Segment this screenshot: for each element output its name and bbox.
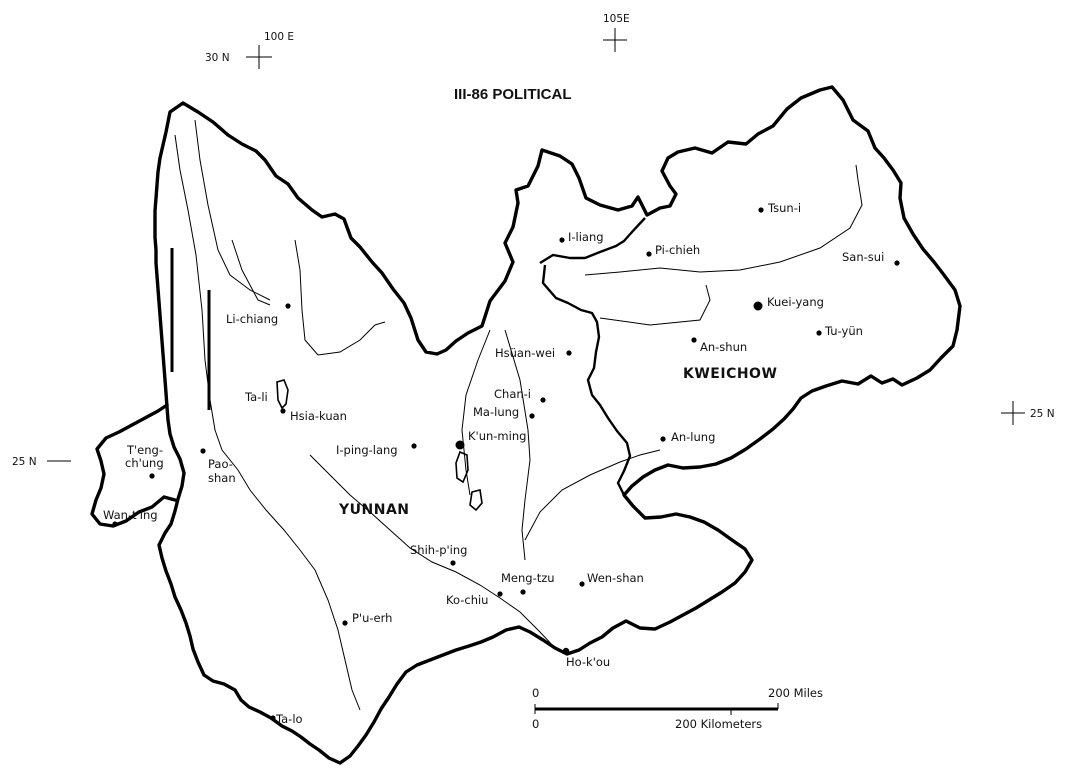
city-labels: Tsun-i I-liang Pi-chieh San-sui Kuei-yan… (103, 201, 884, 726)
marker-ma-lung (529, 413, 535, 419)
scale-km-zero: 0 (532, 717, 539, 731)
marker-tsun-i (758, 207, 764, 213)
marker-wen-shan (579, 581, 585, 587)
marker-an-shun (691, 337, 697, 343)
marker-pu-erh (342, 620, 348, 626)
lake-tien-chih (455, 450, 469, 484)
city-label-san-sui: San-sui (842, 250, 884, 264)
city-label-pi-chieh: Pi-chieh (655, 243, 700, 257)
scale-miles-label: 200 Miles (768, 686, 823, 700)
city-label-hsia-kuan: Hsia-kuan (290, 409, 347, 423)
province-label-yunnan: YUNNAN (338, 502, 410, 518)
marker-chan-i (540, 397, 546, 403)
marker-hsia-kuan (280, 408, 286, 414)
grid-label-105e: 105E (603, 13, 630, 25)
grid-label-30n: 30 N (205, 52, 230, 64)
city-label-ko-chiu: Ko-chiu (446, 593, 488, 607)
city-label-ho-kou: Ho-k'ou (566, 655, 610, 669)
marker-pao-shan (200, 448, 206, 454)
city-label-hsuan-wei: Hsüan-wei (495, 346, 555, 360)
city-label-an-lung: An-lung (671, 430, 715, 444)
city-label-pao-shan-1: Pao- (208, 457, 233, 471)
city-label-shih-ping: Shih-p'ing (410, 543, 467, 557)
marker-tu-yun (816, 330, 822, 336)
marker-shih-ping (450, 560, 456, 566)
city-label-ma-lung: Ma-lung (473, 405, 519, 419)
marker-pi-chieh (646, 251, 652, 257)
marker-li-chiang (285, 303, 291, 309)
city-label-wan-ting: Wan-t'ing (103, 508, 158, 522)
marker-i-ping-lang (411, 443, 417, 449)
city-label-tengchung-2: ch'ung (125, 456, 164, 470)
scale-miles-zero: 0 (532, 686, 539, 700)
grid-label-25n-left: 25 N (12, 456, 37, 468)
lake-fu-hsien (469, 489, 483, 512)
city-label-i-ping-lang: I-ping-lang (336, 443, 398, 457)
city-label-tu-yun: Tu-yün (824, 324, 863, 338)
graticule: 100 E 30 N 105E 25 N 25 N (12, 13, 1055, 468)
city-label-li-chiang: Li-chiang (226, 312, 278, 326)
city-label-i-liang: I-liang (568, 230, 604, 244)
scale-km-label: 200 Kilometers (675, 717, 762, 731)
marker-kun-ming (455, 440, 465, 450)
city-label-pao-shan-2: shan (208, 471, 236, 485)
lakes (276, 379, 483, 512)
city-label-ta-li: Ta-li (244, 390, 268, 404)
marker-ho-kou (562, 647, 570, 655)
province-label-kweichow: KWEICHOW (683, 366, 777, 382)
provincial-border (539, 217, 646, 496)
marker-tengchung (149, 473, 155, 479)
marker-i-liang (559, 237, 565, 243)
grid-label-25n-right: 25 N (1030, 408, 1055, 420)
city-label-an-shun: An-shun (700, 340, 747, 354)
outer-border-west (90, 403, 177, 528)
city-label-pu-erh: P'u-erh (352, 611, 392, 625)
city-markers (112, 207, 900, 721)
scale-bar: 0 200 Miles 0 200 Kilometers (532, 686, 823, 731)
marker-ta-lo (270, 715, 276, 721)
marker-kuei-yang (753, 301, 763, 311)
marker-hsuan-wei (566, 350, 572, 356)
outer-border (153, 85, 962, 765)
marker-an-lung (660, 436, 666, 442)
city-label-tengchung-1: T'eng- (126, 443, 163, 457)
marker-meng-tzu (520, 589, 526, 595)
marker-wan-ting (112, 521, 118, 527)
marker-san-sui (894, 260, 900, 266)
map-title: III-86 POLITICAL (454, 86, 572, 103)
city-label-kuei-yang: Kuei-yang (767, 295, 824, 309)
city-label-chan-i: Chan-i (494, 387, 531, 401)
city-label-tsun-i: Tsun-i (767, 201, 801, 215)
marker-ko-chiu (497, 591, 503, 597)
city-label-ta-lo: Ta-lo (275, 712, 303, 726)
city-label-meng-tzu: Meng-tzu (501, 571, 555, 585)
city-label-kun-ming: K'un-ming (468, 429, 526, 443)
lake-erh-hai (276, 379, 289, 410)
grid-label-100e: 100 E (264, 31, 294, 43)
city-label-wen-shan: Wen-shan (587, 571, 644, 585)
